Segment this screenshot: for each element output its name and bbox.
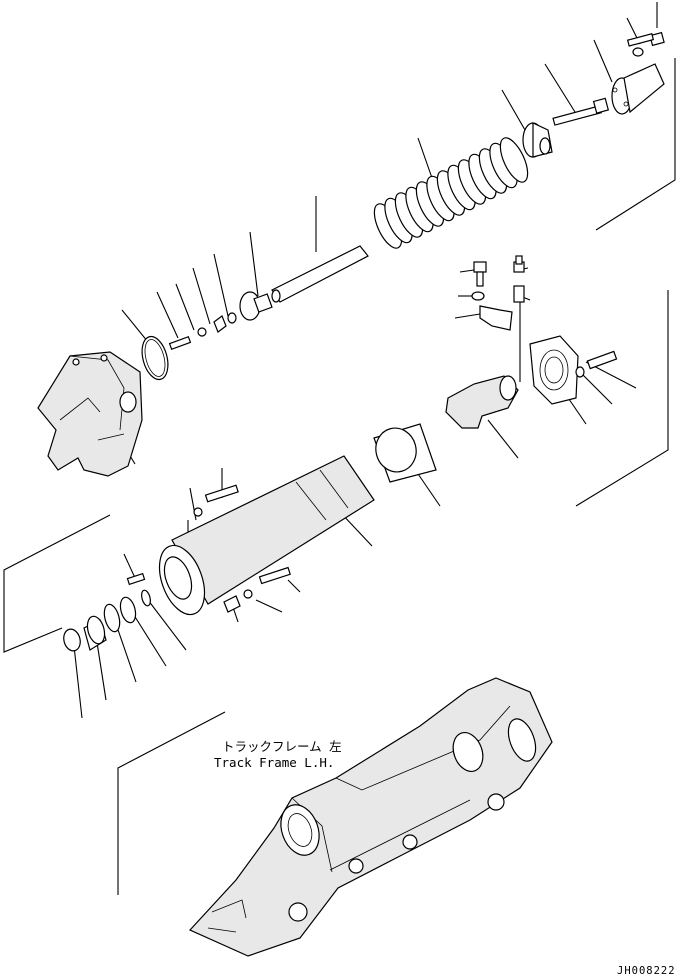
track-frame — [188, 677, 553, 957]
cylinder-valve — [445, 375, 519, 429]
flange-cap — [611, 63, 665, 115]
o-ring — [141, 335, 169, 381]
spring-coil — [499, 137, 529, 183]
bushing — [373, 423, 437, 483]
group-brackets — [3, 58, 676, 895]
spring-retainer — [522, 122, 553, 158]
washer-top — [632, 47, 644, 57]
housing-bolts — [126, 484, 291, 613]
piston — [239, 291, 273, 321]
yoke — [37, 351, 143, 477]
bracket-plate — [479, 305, 513, 331]
spring-rod — [271, 245, 369, 303]
caption-english: Track Frame L.H. — [214, 755, 334, 770]
cylinder-housing — [158, 455, 375, 616]
bolt-top — [626, 31, 665, 47]
bolts-grease — [471, 255, 525, 303]
seal-rings — [63, 589, 151, 652]
caption-japanese: トラックフレーム 左 — [222, 739, 342, 754]
drawing-id: JH008222 — [617, 965, 676, 977]
adjust-bolt — [552, 97, 610, 126]
recoil-spring — [373, 137, 529, 249]
small-parts-chain — [168, 312, 237, 351]
housing-cover — [529, 335, 579, 405]
bolt-right — [575, 350, 618, 378]
